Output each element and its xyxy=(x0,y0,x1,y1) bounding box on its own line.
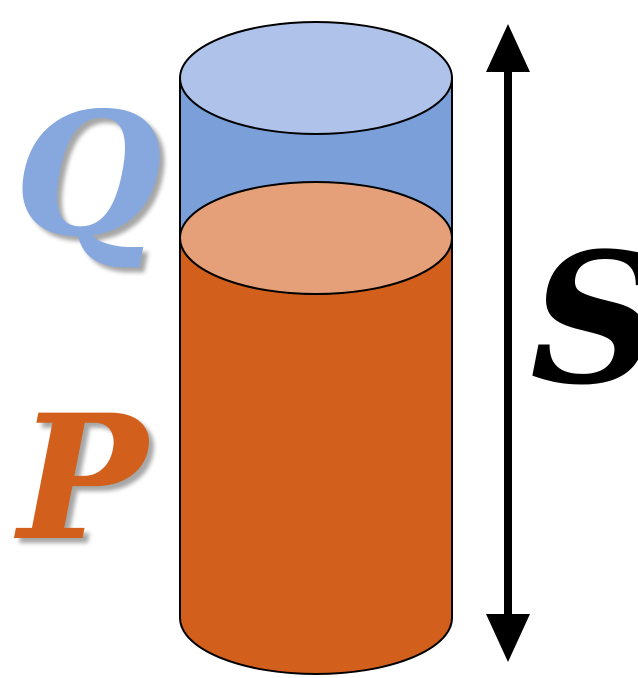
label-q: Q xyxy=(14,75,163,275)
cylinder-boundary-surface xyxy=(179,181,453,295)
cylinder-bottom-section-body xyxy=(179,237,453,675)
double-headed-arrow-icon xyxy=(486,24,530,662)
cylinder-top-cap xyxy=(179,21,453,135)
label-s: S xyxy=(530,230,638,410)
label-p: P xyxy=(18,376,148,579)
